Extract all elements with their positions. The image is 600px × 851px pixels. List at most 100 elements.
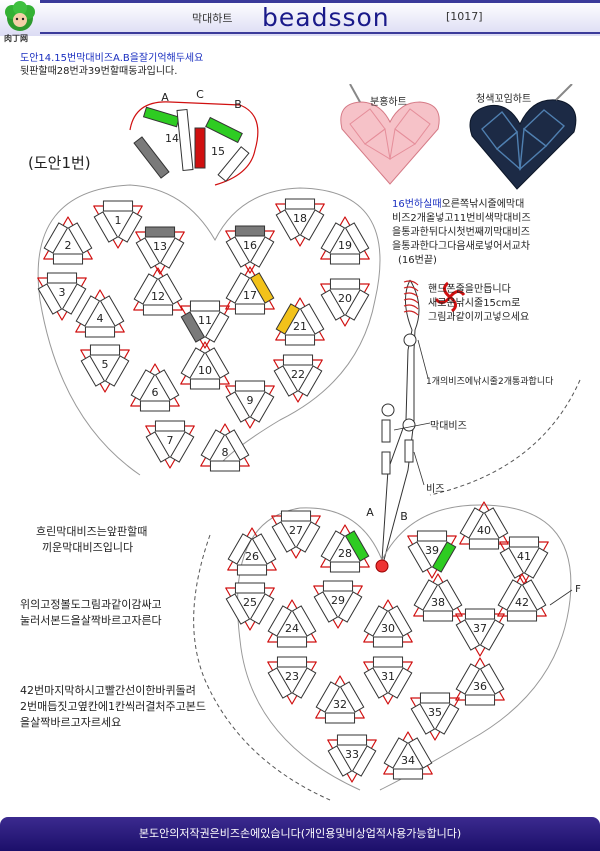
spiral-icon <box>434 281 466 313</box>
heart-1-unit-19: 19 <box>338 239 352 252</box>
bugle-bead <box>180 347 206 379</box>
bugle-bead <box>144 226 176 238</box>
bugle-bead <box>234 380 266 392</box>
step-16-line-2: 을통과한뒤다시첫번째끼막대비즈 <box>392 227 530 238</box>
bugle-bead <box>407 541 433 573</box>
bugle-bead <box>117 211 143 243</box>
leader-line <box>393 422 431 431</box>
bugle-bead <box>295 521 321 553</box>
twist-loop <box>403 310 419 316</box>
bugle-bead <box>209 460 241 472</box>
bugle-bead <box>464 608 496 620</box>
bugle-bead <box>407 737 433 769</box>
bugle-bead <box>383 737 409 769</box>
bugle-bead <box>363 667 389 699</box>
bead-label: 비즈 <box>426 484 445 495</box>
heart-2-unit-25: 25 <box>243 596 257 609</box>
bugle-bead <box>142 304 174 316</box>
bugle-bead <box>320 530 346 562</box>
bugle-bead <box>322 580 354 592</box>
label-c: C <box>196 88 204 101</box>
bugle-bead <box>224 429 250 461</box>
heart-2-unit-34: 34 <box>401 754 415 767</box>
note-2-line-1: 위의고정볼도그림과같이감싸고 <box>20 598 162 611</box>
round-bead <box>402 418 416 432</box>
bugle-bead <box>139 400 171 412</box>
twist-loop <box>403 298 419 304</box>
bugle-bead <box>324 712 356 724</box>
pass-note: 1개의비즈에낚시줄2개통과합니다 <box>426 377 554 387</box>
heart-2-outline <box>237 504 572 791</box>
bugle-bead <box>267 667 293 699</box>
heart-1-unit-20: 20 <box>338 292 352 305</box>
heart-2-unit-27: 27 <box>289 524 303 537</box>
bugle-bead <box>381 451 391 475</box>
bugle-bead <box>61 283 87 315</box>
bugle-bead <box>410 703 436 735</box>
note-faded-bugles: 흐린막대비즈는앞판할때 끼운막대비즈입니다 <box>36 524 147 556</box>
heart-1-unit-16: 16 <box>243 239 257 252</box>
footer-text: 본도안의저작권은비즈손에있습니다(개인용및비상업적사용가능합니다) <box>138 827 462 840</box>
bugle-bead <box>93 211 119 243</box>
bugle-bead <box>284 334 316 346</box>
bugle-bead <box>225 272 251 304</box>
bugle-bead <box>189 378 221 390</box>
bugle-bead <box>52 253 84 265</box>
bugle-bead <box>459 507 485 539</box>
step-16-line-4: (16번끝) <box>398 255 437 266</box>
heart-1-unit-2: 2 <box>65 239 72 252</box>
bugle-bead <box>200 429 226 461</box>
pattern-code: [1017] <box>446 10 483 23</box>
heart-1-unit-8: 8 <box>222 446 229 459</box>
bugle-bead <box>479 663 505 695</box>
heart-1-unit-11: 11 <box>198 314 212 327</box>
step-16-note: 16번하실때오른쪽낚시줄에막대 비즈2개올넣고11번비색막대비즈 을통과한뒤다시… <box>392 198 531 268</box>
pink-heart-photo <box>340 84 440 185</box>
bugle-label: 막대비즈 <box>430 421 467 432</box>
bugle-bead <box>80 355 106 387</box>
bugle-bead <box>133 273 159 305</box>
heart-2-unit-36: 36 <box>473 680 487 693</box>
bugle-bead <box>416 530 448 542</box>
bugle-bead <box>251 533 277 565</box>
bugle-bead <box>157 273 183 305</box>
bugle-bead <box>329 253 361 265</box>
note-2-line-2: 눌러서본드을살짝바르고자른다 <box>20 614 162 627</box>
bugle-bead <box>204 311 230 343</box>
round-bead <box>403 333 417 347</box>
copyright-footer: 본도안의저작권은비즈손에있습니다(개인용및비상업적사용가능합니다) <box>0 817 600 851</box>
bugle-bead <box>102 200 134 212</box>
bugle-bead <box>464 694 496 706</box>
detail-unit-14: 14 <box>165 132 179 145</box>
heart-1-unit-17: 17 <box>243 289 257 302</box>
heart-2-unit-29: 29 <box>331 594 345 607</box>
step-16-highlight: 16번하실때 <box>392 199 442 210</box>
note-fix-ball: 위의고정볼도그림과같이감싸고 눌러서본드을살짝바르고자른다 <box>20 597 162 629</box>
note-3-line-1: 42번마지막하시고빨간선이한바퀴돌려 <box>20 684 196 697</box>
bugle-bead <box>299 303 325 335</box>
heart-1-unit-6: 6 <box>152 386 159 399</box>
bugle-bead-b <box>205 116 243 144</box>
bugle-bead <box>130 369 156 401</box>
fixing-ball <box>375 559 389 573</box>
heart-2-unit-38: 38 <box>431 596 445 609</box>
step-16-line-3: 을통과한다그다음새로넣어서교차 <box>392 241 530 252</box>
bugle-bead <box>227 533 253 565</box>
bugle-bead <box>468 538 500 550</box>
heart-1-unit-5: 5 <box>102 358 109 371</box>
bugle-bead <box>273 365 299 397</box>
header-banner <box>0 0 600 36</box>
heart-2-label-f: F <box>575 584 581 595</box>
bugle-bead <box>43 222 69 254</box>
note-3-line-3: 을살짝바르고자르세요 <box>20 716 122 729</box>
heart-2-unit-28: 28 <box>338 547 352 560</box>
bugle-bead <box>297 365 323 397</box>
note-finish: 42번마지막하시고빨간선이한바퀴돌려 2번매듭짓고옆칸에1칸씩러결처주고본드 을… <box>20 683 206 731</box>
bugle-bead <box>339 681 365 713</box>
diagram-1-label: (도안1번) <box>28 154 91 172</box>
logo-text: 肉丁网 <box>4 34 28 43</box>
bugle-bead <box>234 582 266 594</box>
heart-2-unit-24: 24 <box>285 622 299 635</box>
bugle-bead <box>344 289 370 321</box>
bugle-bead <box>133 136 170 179</box>
